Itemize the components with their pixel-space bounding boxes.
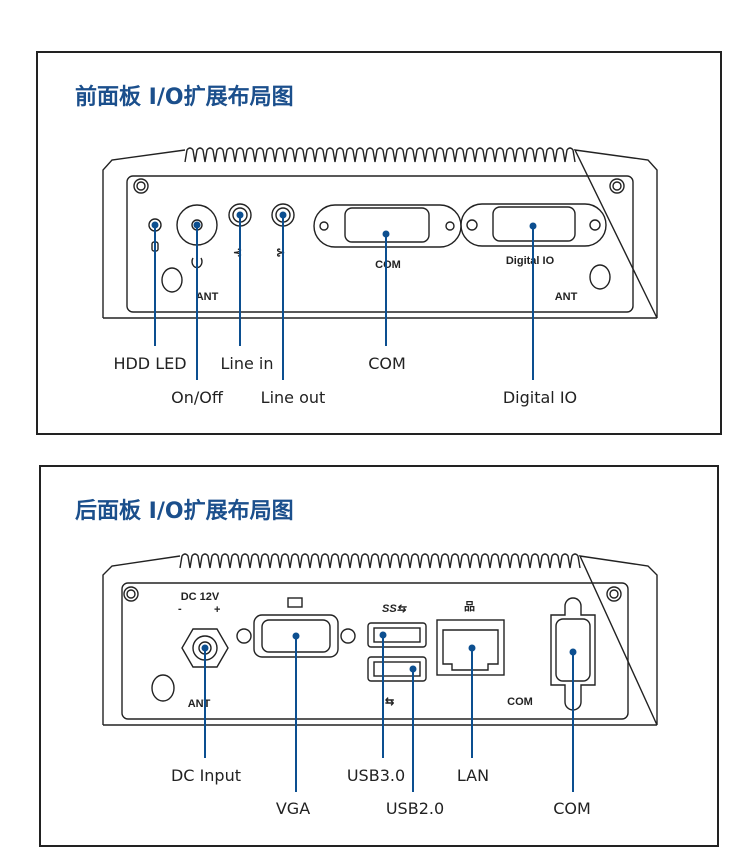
digital-io-silk: Digital IO [506, 255, 555, 267]
rear-panel-section: 后面板 I/O扩展布局图 DC 12V - + ANT SS⇆ ⇆ 品 COM … [39, 465, 719, 847]
label-vga: VGA [276, 799, 310, 818]
ant-silk: ANT [188, 698, 211, 710]
ant-silk-left: ANT [196, 291, 219, 303]
svg-text:⇆: ⇆ [385, 696, 394, 708]
dc-silk: DC 12V [181, 591, 220, 603]
label-on-off: On/Off [171, 388, 224, 407]
label-usb2: USB2.0 [386, 799, 444, 818]
label-lan: LAN [457, 766, 489, 785]
svg-text:⊰: ⊰ [233, 247, 242, 259]
front-frame [36, 51, 722, 435]
label-com-rear: COM [553, 799, 591, 818]
com-silk: COM [375, 259, 401, 271]
svg-text:⊱: ⊱ [276, 247, 285, 259]
front-panel-section: 前面板 I/O扩展布局图 ⊰ ⊱ COM Digital IO ANT ANT … [36, 51, 722, 435]
ant-silk-right: ANT [555, 291, 578, 303]
plus-silk: + [214, 604, 220, 616]
label-usb3: USB3.0 [347, 766, 405, 785]
label-digital-io: Digital IO [503, 388, 577, 407]
label-hdd-led: HDD LED [113, 354, 186, 373]
front-leaders [151, 211, 537, 380]
com-db9-connector [313, 204, 462, 248]
svg-text:品: 品 [464, 600, 475, 613]
com-silk-rear: COM [507, 696, 533, 708]
label-com: COM [368, 354, 406, 373]
rear-title: 后面板 I/O扩展布局图 [75, 498, 294, 524]
rear-frame [39, 465, 719, 847]
usb2-port: ⇆ [367, 656, 427, 708]
label-dc-input: DC Input [171, 766, 241, 785]
rear-device: DC 12V - + ANT SS⇆ ⇆ 品 COM [103, 554, 658, 726]
front-device: ⊰ ⊱ COM Digital IO ANT ANT [103, 148, 658, 319]
label-line-out: Line out [261, 388, 326, 407]
lan-port: 品 [436, 600, 505, 676]
usb3-port: SS⇆ [367, 603, 427, 648]
label-line-in: Line in [220, 354, 273, 373]
svg-text:SS⇆: SS⇆ [382, 603, 408, 615]
rear-leaders [201, 631, 577, 792]
front-title: 前面板 I/O扩展布局图 [75, 84, 294, 110]
minus-silk: - [178, 603, 182, 615]
